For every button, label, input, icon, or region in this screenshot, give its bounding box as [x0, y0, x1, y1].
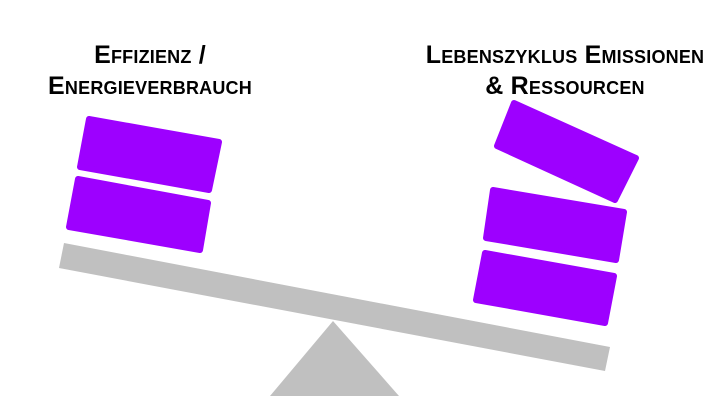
left-label-line1: Effizienz / [94, 41, 206, 69]
right-label: Lebenszyklus Emissionen & Ressourcen [405, 40, 723, 102]
right-block-tilted [494, 100, 639, 203]
left-label: Effizienz / Energieverbrauch [20, 40, 280, 102]
right-label-line1: Lebenszyklus Emissionen [425, 41, 705, 69]
left-label-line2: Energieverbrauch [48, 72, 252, 100]
left-block-bottom [66, 176, 211, 253]
left-block-top [77, 116, 222, 193]
right-label-line2: & Ressourcen [485, 72, 645, 100]
right-block-middle [483, 187, 627, 263]
scale-fulcrum [270, 321, 399, 396]
right-block-bottom [473, 250, 617, 326]
scale-beam [59, 243, 610, 371]
